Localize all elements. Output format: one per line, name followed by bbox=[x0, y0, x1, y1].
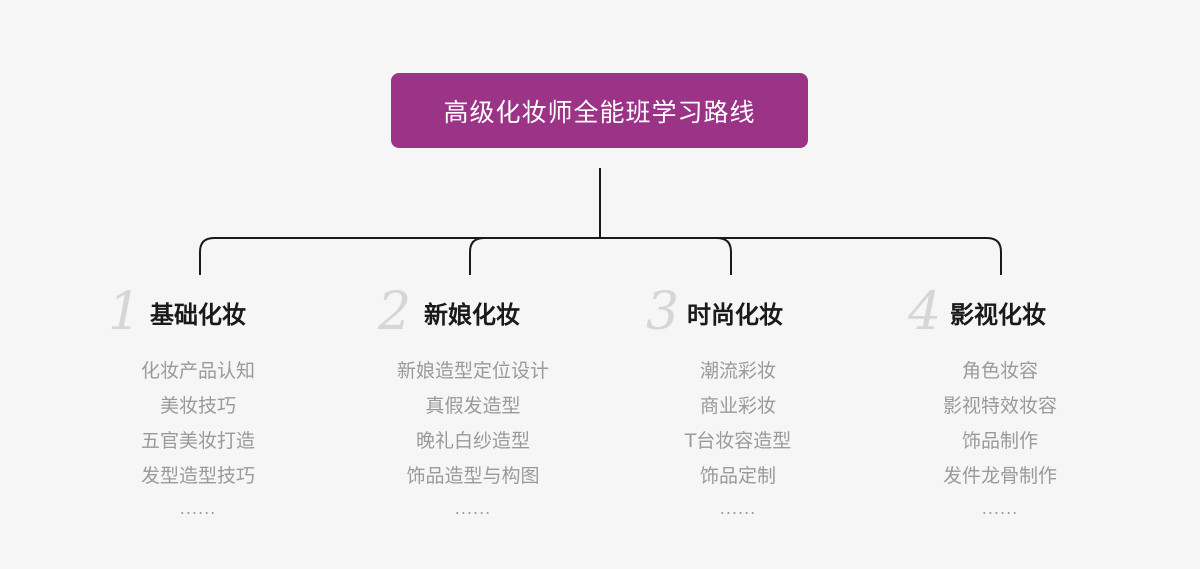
column-header: 1 基础化妆 bbox=[68, 280, 328, 342]
step-number: 2 bbox=[378, 282, 412, 342]
list-item: 影视特效妆容 bbox=[942, 395, 1057, 417]
column-title: 基础化妆 bbox=[150, 301, 246, 329]
list-item: 发件龙骨制作 bbox=[942, 465, 1057, 487]
list-item: 新娘造型定位设计 bbox=[396, 360, 549, 382]
list-item: 发型造型技巧 bbox=[140, 465, 255, 487]
column-bridal-makeup: 2 新娘化妆 新娘造型定位设计 真假发造型 晚礼白纱造型 饰品造型与构图 ...… bbox=[343, 280, 603, 518]
list-item: 角色妆容 bbox=[961, 360, 1038, 382]
bracket-outer bbox=[199, 237, 1002, 275]
bracket-inner bbox=[469, 237, 732, 275]
list-item: 潮流彩妆 bbox=[699, 360, 776, 382]
column-fashion-makeup: 3 时尚化妆 潮流彩妆 商业彩妆 T台妆容造型 饰品定制 ...... bbox=[608, 280, 868, 518]
column-items: 新娘造型定位设计 真假发造型 晚礼白纱造型 饰品造型与构图 ...... bbox=[343, 354, 603, 524]
column-header: 2 新娘化妆 bbox=[343, 280, 603, 342]
column-items: 化妆产品认知 美妆技巧 五官美妆打造 发型造型技巧 ...... bbox=[68, 354, 328, 524]
step-number: 3 bbox=[646, 282, 680, 342]
list-item: 美妆技巧 bbox=[159, 395, 236, 417]
ellipsis: ...... bbox=[179, 499, 217, 518]
list-item: 真假发造型 bbox=[425, 395, 521, 417]
diagram-title: 高级化妆师全能班学习路线 bbox=[443, 97, 756, 127]
column-items: 角色妆容 影视特效妆容 饰品制作 发件龙骨制作 ...... bbox=[870, 354, 1130, 524]
column-title: 新娘化妆 bbox=[424, 301, 520, 329]
column-film-tv-makeup: 4 影视化妆 角色妆容 影视特效妆容 饰品制作 发件龙骨制作 ...... bbox=[870, 280, 1130, 518]
list-item: 晚礼白纱造型 bbox=[415, 430, 530, 452]
step-number: 4 bbox=[908, 282, 942, 342]
list-item: 饰品制作 bbox=[961, 430, 1038, 452]
list-item: 饰品定制 bbox=[699, 465, 776, 487]
ellipsis: ...... bbox=[719, 499, 757, 518]
column-items: 潮流彩妆 商业彩妆 T台妆容造型 饰品定制 ...... bbox=[608, 354, 868, 524]
list-item: 饰品造型与构图 bbox=[406, 465, 540, 487]
column-title: 时尚化妆 bbox=[687, 301, 783, 329]
list-item: T台妆容造型 bbox=[684, 430, 792, 452]
list-item: 商业彩妆 bbox=[699, 395, 776, 417]
column-header: 4 影视化妆 bbox=[870, 280, 1130, 342]
title-box: 高级化妆师全能班学习路线 bbox=[391, 73, 808, 148]
step-number: 1 bbox=[108, 282, 142, 342]
list-item: 化妆产品认知 bbox=[140, 360, 255, 382]
column-title: 影视化妆 bbox=[950, 301, 1046, 329]
column-header: 3 时尚化妆 bbox=[608, 280, 868, 342]
ellipsis: ...... bbox=[981, 499, 1019, 518]
ellipsis: ...... bbox=[454, 499, 492, 518]
list-item: 五官美妆打造 bbox=[140, 430, 255, 452]
column-basic-makeup: 1 基础化妆 化妆产品认知 美妆技巧 五官美妆打造 发型造型技巧 ...... bbox=[68, 280, 328, 518]
